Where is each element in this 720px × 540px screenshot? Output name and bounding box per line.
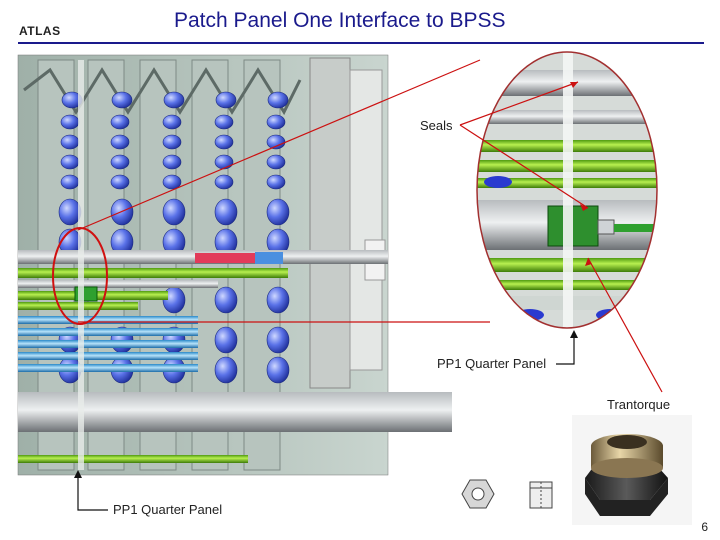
trantorque-label: Trantorque bbox=[607, 397, 671, 412]
hex-nut-drawing bbox=[461, 479, 553, 509]
highlight-ellipse bbox=[52, 227, 108, 325]
slide-title: Patch Panel One Interface to BPSS bbox=[174, 9, 506, 32]
pp1-quarter-panel-lower-label: PP1 Quarter Panel bbox=[113, 502, 223, 517]
atlas-logo: ATLAS bbox=[19, 24, 61, 38]
trantorque-nut-render bbox=[572, 415, 692, 525]
seal-zoom-inset bbox=[477, 52, 657, 328]
seals-label: Seals bbox=[420, 118, 453, 133]
pp1-quarter-panel-upper-label: PP1 Quarter Panel bbox=[437, 356, 547, 371]
callout-lines bbox=[77, 59, 663, 393]
leader-lines bbox=[77, 334, 575, 511]
main-assembly-render bbox=[17, 54, 452, 476]
title-underline bbox=[18, 42, 704, 44]
page-number: 6 bbox=[701, 520, 708, 534]
